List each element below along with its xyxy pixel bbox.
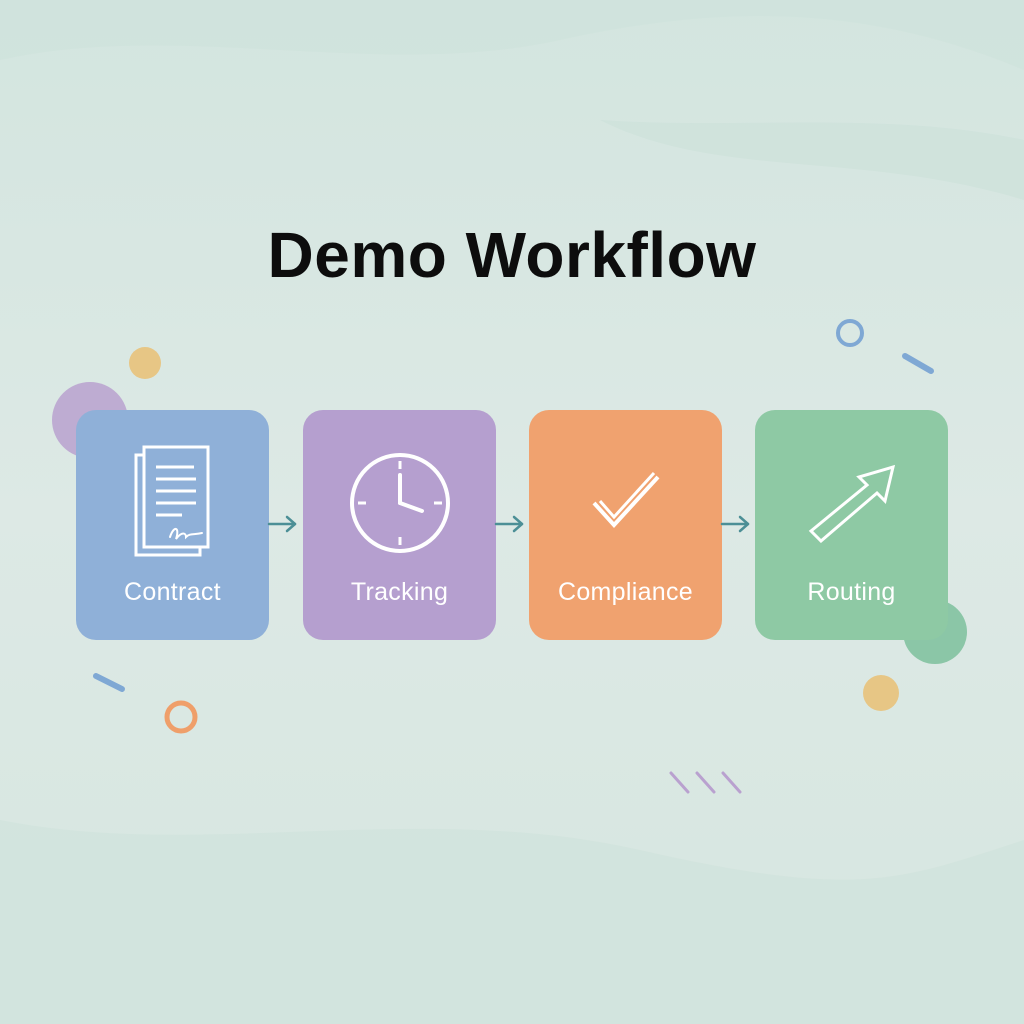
step-contract: Contract xyxy=(76,410,269,640)
step-compliance: Compliance xyxy=(529,410,722,640)
deco-yellow-dot-right xyxy=(863,675,899,711)
clock-icon xyxy=(303,438,496,568)
checkmark-icon xyxy=(529,438,722,568)
document-signature-icon xyxy=(76,438,269,568)
step-label: Contract xyxy=(124,578,221,606)
step-label: Tracking xyxy=(350,578,449,606)
step-tracking: Tracking xyxy=(303,410,496,640)
deco-blue-ring xyxy=(836,319,864,347)
arrow-right-icon xyxy=(720,515,750,533)
arrow-right-icon xyxy=(494,515,524,533)
deco-blue-dash-left xyxy=(93,673,125,692)
arrow-up-right-icon xyxy=(755,438,948,568)
deco-purple-tick-3 xyxy=(721,771,742,794)
step-routing: Routing xyxy=(755,410,948,640)
step-label: Routing xyxy=(807,578,896,606)
step-label: Compliance xyxy=(557,578,693,606)
page-title: Demo Workflow xyxy=(267,219,757,291)
deco-blue-dash-top xyxy=(902,353,934,374)
deco-purple-tick-1 xyxy=(669,771,690,794)
deco-purple-tick-2 xyxy=(695,771,716,794)
arrow-right-icon xyxy=(267,515,297,533)
deco-orange-ring xyxy=(164,700,198,734)
deco-yellow-dot xyxy=(129,347,161,379)
